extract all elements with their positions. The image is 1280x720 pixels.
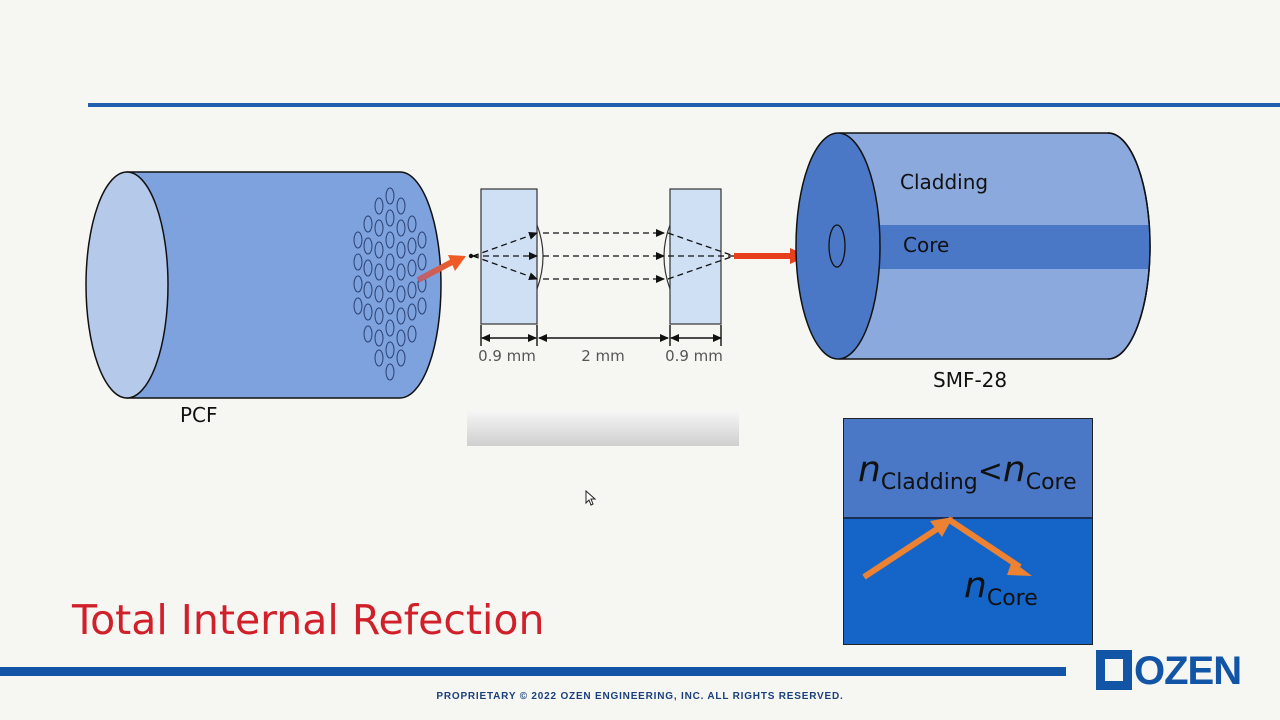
image-caption-bar: [467, 410, 739, 446]
air-hole: [385, 187, 395, 205]
beam-rays: [472, 229, 735, 283]
air-hole: [363, 303, 373, 321]
air-hole: [396, 349, 406, 367]
mouse-cursor-icon: [585, 490, 597, 506]
reflection-ray: [862, 516, 1032, 580]
air-hole: [374, 197, 384, 215]
footer-rule: [0, 667, 1066, 676]
air-hole: [353, 297, 363, 315]
cladding-label: Cladding: [900, 170, 989, 194]
smf-core-band: [876, 225, 1150, 269]
slide-title: Total Internal Refection: [72, 596, 545, 644]
air-hole: [396, 219, 406, 237]
air-hole: [385, 341, 395, 359]
air-hole: [374, 219, 384, 237]
air-hole: [396, 285, 406, 303]
index-inequality: nCladding<nCore: [858, 449, 1077, 495]
air-hole: [407, 325, 417, 343]
air-hole: [363, 259, 373, 277]
dimension-arrows: [480, 325, 722, 346]
core-index-label: nCore: [964, 565, 1038, 611]
smf-core-face: [828, 224, 846, 268]
air-hole: [385, 275, 395, 293]
logo-text: OZEN: [1134, 649, 1242, 693]
dim-label-middle: 2 mm: [581, 347, 625, 365]
header-rule: [88, 103, 1280, 107]
inset-core-region: [844, 519, 1092, 644]
pcf-air-holes: [353, 187, 427, 381]
air-hole: [374, 263, 384, 281]
air-hole: [374, 241, 384, 259]
smf-label: SMF-28: [933, 368, 1008, 392]
air-hole: [396, 329, 406, 347]
pcf-output-arrow: [416, 259, 454, 283]
inset-cladding-region: [844, 419, 1092, 519]
air-hole: [396, 197, 406, 215]
air-hole: [417, 253, 427, 271]
air-hole: [407, 303, 417, 321]
air-hole: [374, 329, 384, 347]
air-hole: [385, 363, 395, 381]
lens-assembly: 0.9 mm 2 mm 0.9 mm: [468, 188, 735, 365]
air-hole: [407, 215, 417, 233]
air-hole: [407, 281, 417, 299]
air-hole: [374, 349, 384, 367]
air-hole: [353, 275, 363, 293]
pcf-fiber: [85, 171, 442, 399]
core-label: Core: [903, 233, 950, 257]
air-hole: [363, 281, 373, 299]
air-hole: [417, 297, 427, 315]
air-hole: [407, 237, 417, 255]
air-hole: [363, 325, 373, 343]
air-hole: [407, 259, 417, 277]
air-hole: [396, 241, 406, 259]
dim-label-left: 0.9 mm: [478, 347, 536, 365]
pcf-label: PCF: [180, 403, 218, 427]
smf-28-fiber: [795, 132, 1151, 360]
tir-inset: nCladding<nCore nCore: [843, 418, 1093, 645]
air-hole: [363, 215, 373, 233]
ozen-logo: OZEN: [1096, 648, 1258, 694]
air-hole: [385, 297, 395, 315]
air-hole: [396, 263, 406, 281]
air-hole: [374, 285, 384, 303]
air-hole: [353, 231, 363, 249]
air-hole: [385, 253, 395, 271]
air-hole: [353, 253, 363, 271]
dim-label-right: 0.9 mm: [665, 347, 723, 365]
air-hole: [396, 307, 406, 325]
air-hole: [363, 237, 373, 255]
air-hole: [417, 231, 427, 249]
footer-copyright: PROPRIETARY © 2022 OZEN ENGINEERING, INC…: [436, 691, 844, 702]
air-hole: [385, 209, 395, 227]
air-hole: [385, 231, 395, 249]
air-hole: [385, 319, 395, 337]
logo-mark: [1096, 650, 1132, 690]
air-hole: [374, 307, 384, 325]
